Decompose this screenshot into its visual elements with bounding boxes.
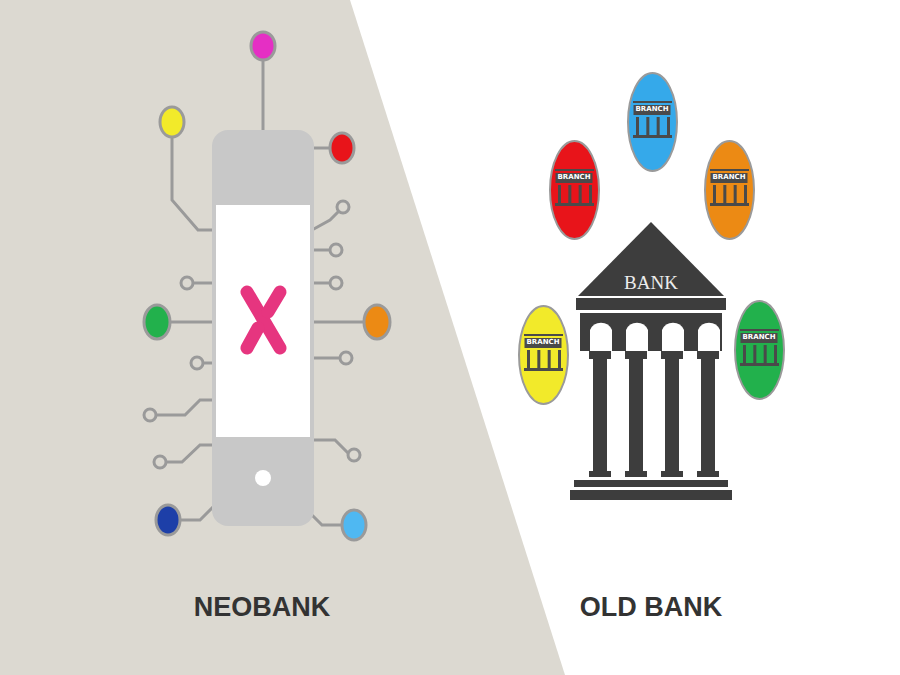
branch-sign: BRANCH xyxy=(556,173,593,183)
bank-building: BANK xyxy=(570,218,732,503)
branch-sign: BRANCH xyxy=(711,173,748,183)
phone xyxy=(212,130,314,526)
branch-outline xyxy=(734,300,785,400)
section-title: OLD BANK xyxy=(580,592,723,623)
branch-outline xyxy=(549,140,600,240)
branch-circle: BRANCH xyxy=(734,300,785,400)
circuit-lines xyxy=(155,58,364,525)
background-panel xyxy=(0,0,565,675)
branch-outline xyxy=(704,140,755,240)
branch-circle: BRANCH xyxy=(549,140,600,240)
branch-sign: BRANCH xyxy=(634,105,671,115)
branch-outline xyxy=(627,72,678,172)
circuit-terminals xyxy=(144,201,360,468)
bank-outline xyxy=(570,218,732,503)
branch-circle: BRANCH xyxy=(627,72,678,172)
circuit-dots xyxy=(144,32,390,540)
branch-sign: BRANCH xyxy=(525,338,562,348)
bank-name: BANK xyxy=(570,272,732,294)
branch-circle: BRANCH xyxy=(704,140,755,240)
branch-sign: BRANCH xyxy=(741,333,778,343)
section-title: NEOBANK xyxy=(194,592,331,623)
branch-outline xyxy=(518,305,569,405)
app-logo xyxy=(247,292,280,348)
branch-circle: BRANCH xyxy=(518,305,569,405)
